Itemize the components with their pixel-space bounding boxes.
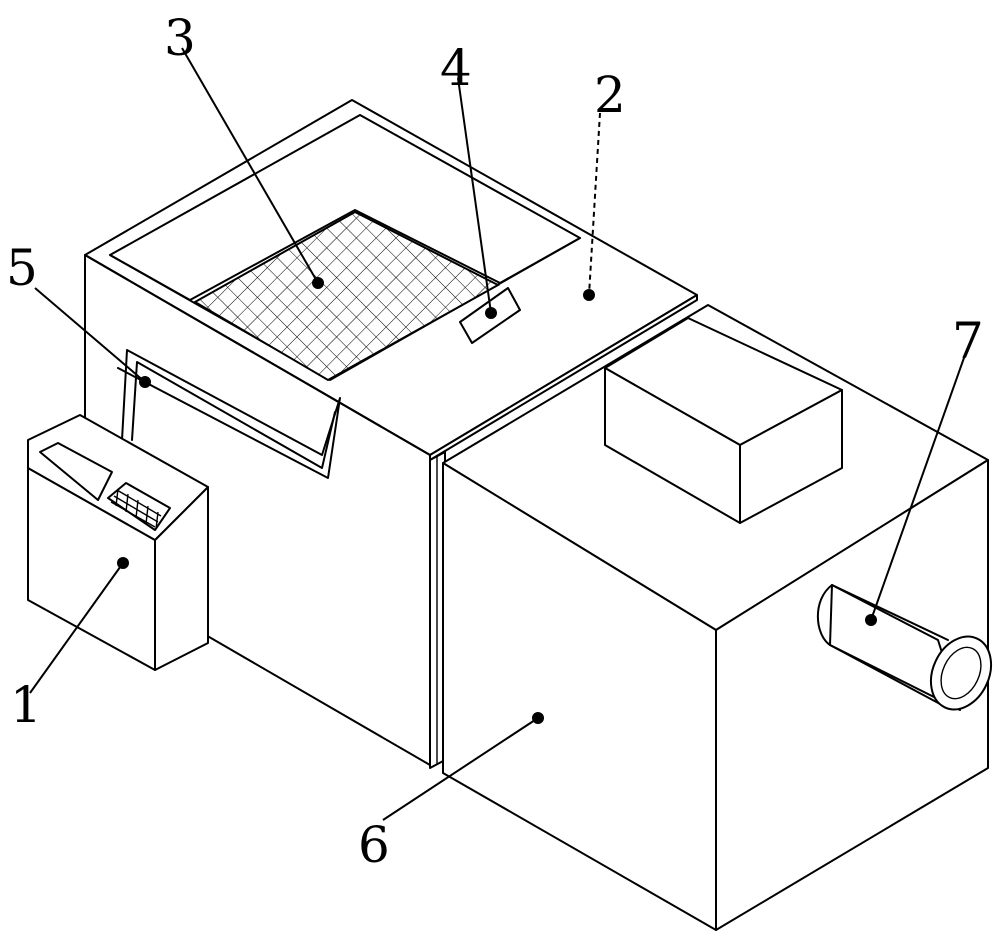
- label-2: 2: [594, 66, 626, 124]
- callout-dot-4: [485, 307, 497, 319]
- callout-dot-7: [865, 614, 877, 626]
- leader-6: [382, 717, 539, 821]
- leader-2: [588, 112, 601, 296]
- reference-numerals: 1 2 3 4 5 6 7: [6, 9, 984, 874]
- leader-3: [181, 47, 319, 284]
- leader-7: [870, 354, 966, 621]
- callout-dot-1: [117, 557, 129, 569]
- leader-1: [29, 562, 124, 694]
- label-1: 1: [10, 676, 42, 734]
- label-5: 5: [6, 239, 38, 297]
- callout-dot-5: [139, 376, 151, 388]
- filter-screen: [192, 210, 501, 382]
- callout-dot-6: [532, 712, 544, 724]
- callout-dot-2: [583, 289, 595, 301]
- leader-lines: [29, 47, 966, 821]
- label-4: 4: [440, 39, 472, 97]
- label-6: 6: [358, 816, 390, 874]
- callout-dot-3: [312, 277, 324, 289]
- motor-box: [604, 317, 843, 524]
- label-3: 3: [164, 9, 196, 67]
- leader-5: [34, 287, 146, 383]
- leader-4: [457, 77, 492, 314]
- control-box: [27, 414, 209, 671]
- keypad-icon: [107, 482, 171, 531]
- label-7: 7: [952, 312, 984, 370]
- outlet-pipe: [816, 584, 993, 711]
